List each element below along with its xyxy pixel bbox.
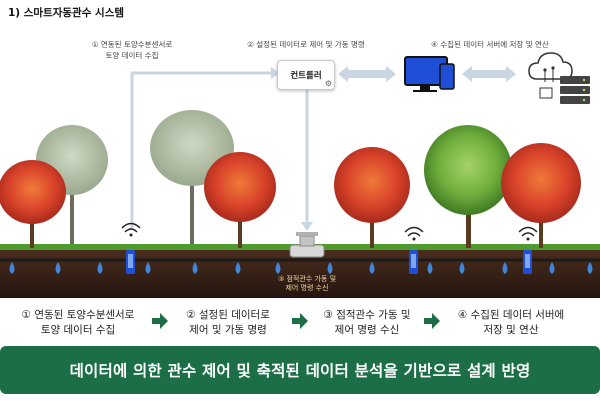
double-arrow-controller-devices — [338, 66, 396, 82]
bottom-step-1-line2: 토양 데이터 수집 — [40, 324, 116, 336]
dripper-icon — [9, 262, 593, 274]
bottom-step-2: ② 설정된 데이터로 제어 및 가동 명령 — [172, 308, 284, 338]
bottom-step-4-line1: ④ 수집된 데이터 서버에 — [457, 309, 565, 321]
controller-label: 컨트롤러 — [290, 71, 322, 81]
server-icon — [539, 76, 590, 104]
page-title: 1) 스마트자동관수 시스템 — [8, 7, 125, 19]
double-arrow-devices-cloud — [462, 66, 516, 82]
bottom-step-3-line2: 제어 명령 수신 — [334, 324, 400, 336]
top-step-1-line2: 토양 데이터 수집 — [105, 51, 159, 60]
soil-caption: ③ 점적관수 가동 및 제어 명령 수신 — [262, 275, 352, 293]
bottom-step-3-line1: ③ 점적관수 가동 및 — [323, 309, 411, 321]
step-arrow-2 — [292, 313, 308, 329]
tree-green-1 — [424, 125, 512, 248]
top-step-4-line1: ④ 수집된 데이터 서버에 저장 및 연산 — [431, 40, 549, 49]
flow-lines — [130, 71, 309, 230]
tree-red-3 — [334, 147, 410, 248]
top-step-1: ① 연동된 토양수분센서로 토양 데이터 수집 — [90, 39, 174, 61]
bottom-step-4: ④ 수집된 데이터 서버에 저장 및 연산 — [446, 308, 576, 338]
tree-red-2 — [204, 152, 276, 248]
step-arrows — [152, 313, 440, 329]
top-step-1-line1: ① 연동된 토양수분센서로 — [91, 40, 173, 49]
flow-arrowhead-down — [301, 222, 313, 231]
bottom-step-1: ① 연동된 토양수분센서로 토양 데이터 수집 — [8, 308, 148, 338]
wifi-icon — [121, 222, 538, 237]
bottom-step-2-line2: 제어 및 가동 명령 — [189, 324, 267, 336]
sensor-icon-1 — [126, 250, 135, 274]
bottom-step-3: ③ 점적관수 가동 및 제어 명령 수신 — [312, 308, 422, 338]
gear-icon: ⚙ — [324, 79, 332, 88]
sensor-icon-3 — [523, 250, 532, 274]
top-step-4: ④ 수집된 데이터 서버에 저장 및 연산 — [430, 39, 550, 50]
soil-caption-line2: 제어 명령 수신 — [285, 284, 329, 292]
step-arrow-3 — [424, 313, 440, 329]
bottom-step-4-line2: 저장 및 연산 — [483, 324, 539, 336]
top-step-2: ② 설정된 데이터로 제어 및 가동 명령 — [236, 39, 376, 50]
bottom-step-1-line1: ① 연동된 토양수분센서로 — [21, 309, 135, 321]
sensor-icon-2 — [409, 250, 418, 274]
wifi-dots — [129, 233, 530, 241]
bottom-step-2-line1: ② 설정된 데이터로 — [186, 309, 270, 321]
controller-box: 컨트롤러 ⚙ — [277, 60, 335, 90]
tree-red-1 — [0, 160, 66, 248]
phone-icon — [439, 63, 455, 90]
sensor-to-controller-line — [130, 71, 271, 230]
step-arrow-1 — [152, 313, 168, 329]
cloud-icon — [528, 52, 573, 82]
tree-red-4 — [501, 143, 581, 248]
top-step-2-line1: ② 설정된 데이터로 제어 및 가동 명령 — [247, 40, 365, 49]
summary-banner: 데이터에 의한 관수 제어 및 축적된 데이터 분석을 기반으로 설계 반영 — [0, 346, 600, 394]
valve-icon — [289, 232, 325, 258]
flow-arrowhead-right — [271, 67, 279, 79]
soil-caption-line1: ③ 점적관수 가동 및 — [277, 275, 337, 283]
